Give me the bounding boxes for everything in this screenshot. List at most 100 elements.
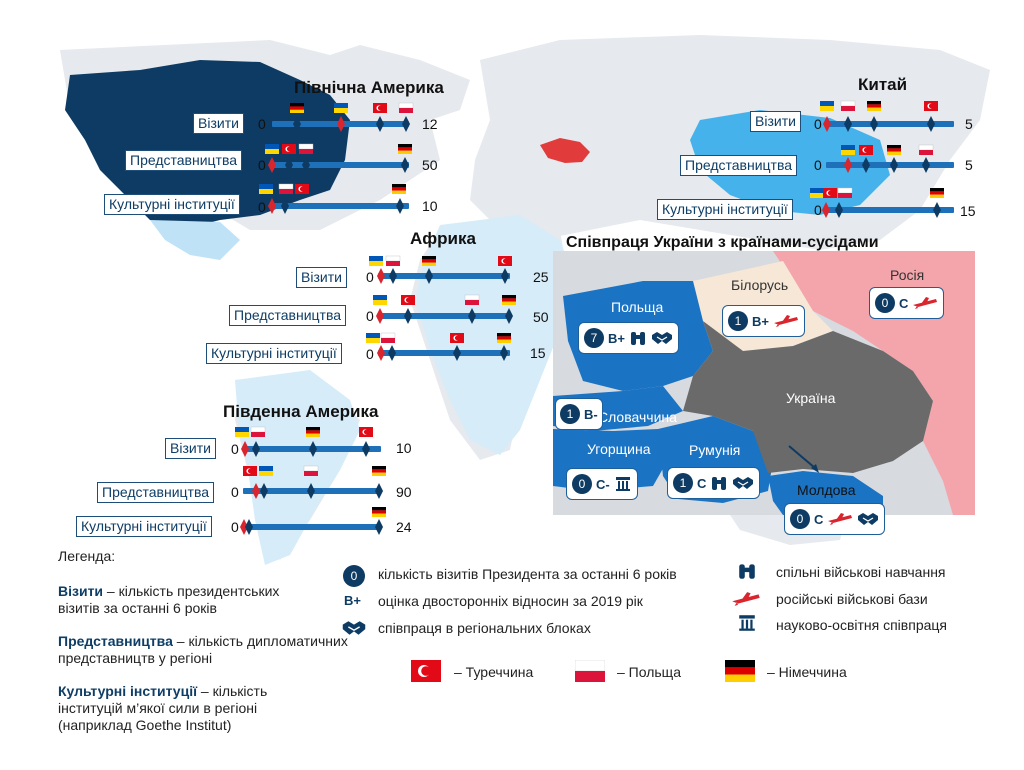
value-bar (826, 207, 954, 213)
row-end-value: 24 (396, 519, 412, 535)
row-label-visits: Візити (750, 111, 801, 132)
plane-icon (828, 513, 853, 525)
value-bar (826, 121, 954, 127)
legend-plane-desc: російські військові бази (776, 591, 928, 607)
rating: C- (596, 476, 610, 492)
value-bar (378, 350, 510, 356)
handshake-icon (651, 332, 672, 344)
value-bar (826, 162, 954, 168)
row-end-value: 90 (396, 484, 412, 500)
row-start-value: 0 (366, 346, 374, 362)
legend-visits-desc: – кількість президентських візитів за ос… (58, 583, 280, 616)
legend-column-desc: науково-освітня співпраця (776, 617, 947, 633)
legend-column-icon (739, 615, 755, 631)
row-label-reps: Представництва (229, 305, 347, 326)
row-start-value: 0 (258, 157, 266, 173)
visits-count: 7 (584, 328, 604, 348)
row-label-reps: Представництва (680, 155, 798, 176)
russia-info-box: 0 C (869, 287, 945, 319)
row-start-value: 0 (366, 308, 374, 324)
legend-culture-desc: – кількість інституцій м’якої сили в рег… (58, 683, 268, 733)
value-bar (272, 121, 409, 127)
legend-reps: Представництва – кількість дипломатичних… (58, 633, 358, 667)
ukraine-label: Україна (786, 390, 836, 406)
rating: C (697, 475, 707, 491)
row-label-culture: Культурні інституції (657, 199, 793, 220)
row-end-value: 15 (530, 345, 546, 361)
row-label-culture: Культурні інституції (76, 516, 212, 537)
legend-flag-poland: – Польща (617, 664, 681, 680)
ukraine-world (540, 138, 590, 163)
row-label-culture: Культурні інституції (206, 343, 342, 364)
south-america-region (235, 370, 360, 565)
romania-info-box: 1 C (667, 467, 761, 499)
china-title: Китай (858, 75, 908, 94)
value-bar (378, 313, 510, 319)
row-end-value: 5 (965, 116, 973, 132)
legend-rating-icon: B+ (344, 593, 361, 608)
legend-culture: Культурні інституції – кількість інститу… (58, 683, 313, 734)
row-end-value: 15 (960, 203, 976, 219)
visits-count: 0 (875, 293, 895, 313)
row-label-visits: Візити (193, 113, 244, 134)
north-america-title: Північна Америка (294, 78, 444, 97)
plane-icon (913, 297, 938, 309)
north-america-south (150, 220, 240, 260)
rating: C (814, 511, 824, 527)
neighbors-title: Співпраця України з країнами-сусідами (566, 234, 879, 251)
poland-label: Польща (611, 299, 664, 315)
value-bar (243, 446, 381, 452)
row-start-value: 0 (231, 441, 239, 457)
row-end-value: 5 (965, 157, 973, 173)
rating: B+ (752, 313, 769, 329)
romania-label: Румунія (689, 442, 741, 458)
row-label-culture: Культурні інституції (104, 194, 240, 215)
legend-handshake-icon (342, 621, 366, 635)
hungary-label: Угорщина (587, 441, 651, 457)
row-end-value: 12 (422, 116, 438, 132)
row-end-value: 10 (396, 440, 412, 456)
row-start-value: 0 (814, 157, 822, 173)
visits-count: 1 (673, 473, 693, 493)
legend-plane-icon (732, 592, 760, 606)
visits-count: 1 (728, 311, 748, 331)
legend-flag-germany: – Німеччина (767, 664, 847, 680)
legend-binoculars-desc: спільні військові навчання (776, 564, 946, 580)
poland-info-box: 7 B+ (578, 322, 679, 354)
column-icon (615, 477, 630, 491)
row-end-value: 50 (422, 157, 438, 173)
ukraine-area (683, 321, 933, 473)
row-start-value: 0 (231, 519, 239, 535)
legend-circle-desc: кількість візитів Президента за останні … (378, 566, 677, 582)
belarus-label: Білорусь (731, 277, 789, 293)
visits-count: 0 (790, 509, 810, 529)
row-start-value: 0 (258, 116, 266, 132)
africa-region (415, 215, 575, 455)
row-start-value: 0 (366, 269, 374, 285)
binoculars-icon (630, 332, 645, 345)
legend-visits: Візити – кількість президентських візиті… (58, 583, 318, 617)
row-end-value: 50 (533, 309, 549, 325)
belarus-info-box: 1 B+ (722, 305, 805, 337)
row-label-reps: Представництва (125, 150, 243, 171)
row-end-value: 10 (422, 198, 438, 214)
row-start-value: 0 (258, 199, 266, 215)
legend-circle-icon: 0 (343, 565, 365, 587)
poland-flag-icon (575, 660, 605, 682)
africa-title: Африка (410, 229, 476, 248)
germany-flag-icon (725, 660, 755, 682)
slovakia-info-box: 1 B- (555, 398, 603, 430)
legend-handshake-desc: співпраця в регіональних блоках (378, 620, 591, 636)
row-start-value: 0 (231, 484, 239, 500)
row-start-value: 0 (814, 202, 822, 218)
value-bar (378, 273, 510, 279)
hungary-info-box: 0 C- (566, 468, 638, 500)
value-bar (272, 162, 409, 168)
handshake-icon (733, 477, 754, 489)
legend-culture-term: Культурні інституції (58, 683, 198, 699)
row-label-reps: Представництва (97, 482, 215, 503)
slovakia-label: Словаччина (598, 409, 677, 425)
plane-icon (773, 315, 798, 327)
legend-rating-desc: оцінка двосторонніх відносин за 2019 рік (378, 593, 643, 609)
rating: B+ (608, 330, 625, 346)
